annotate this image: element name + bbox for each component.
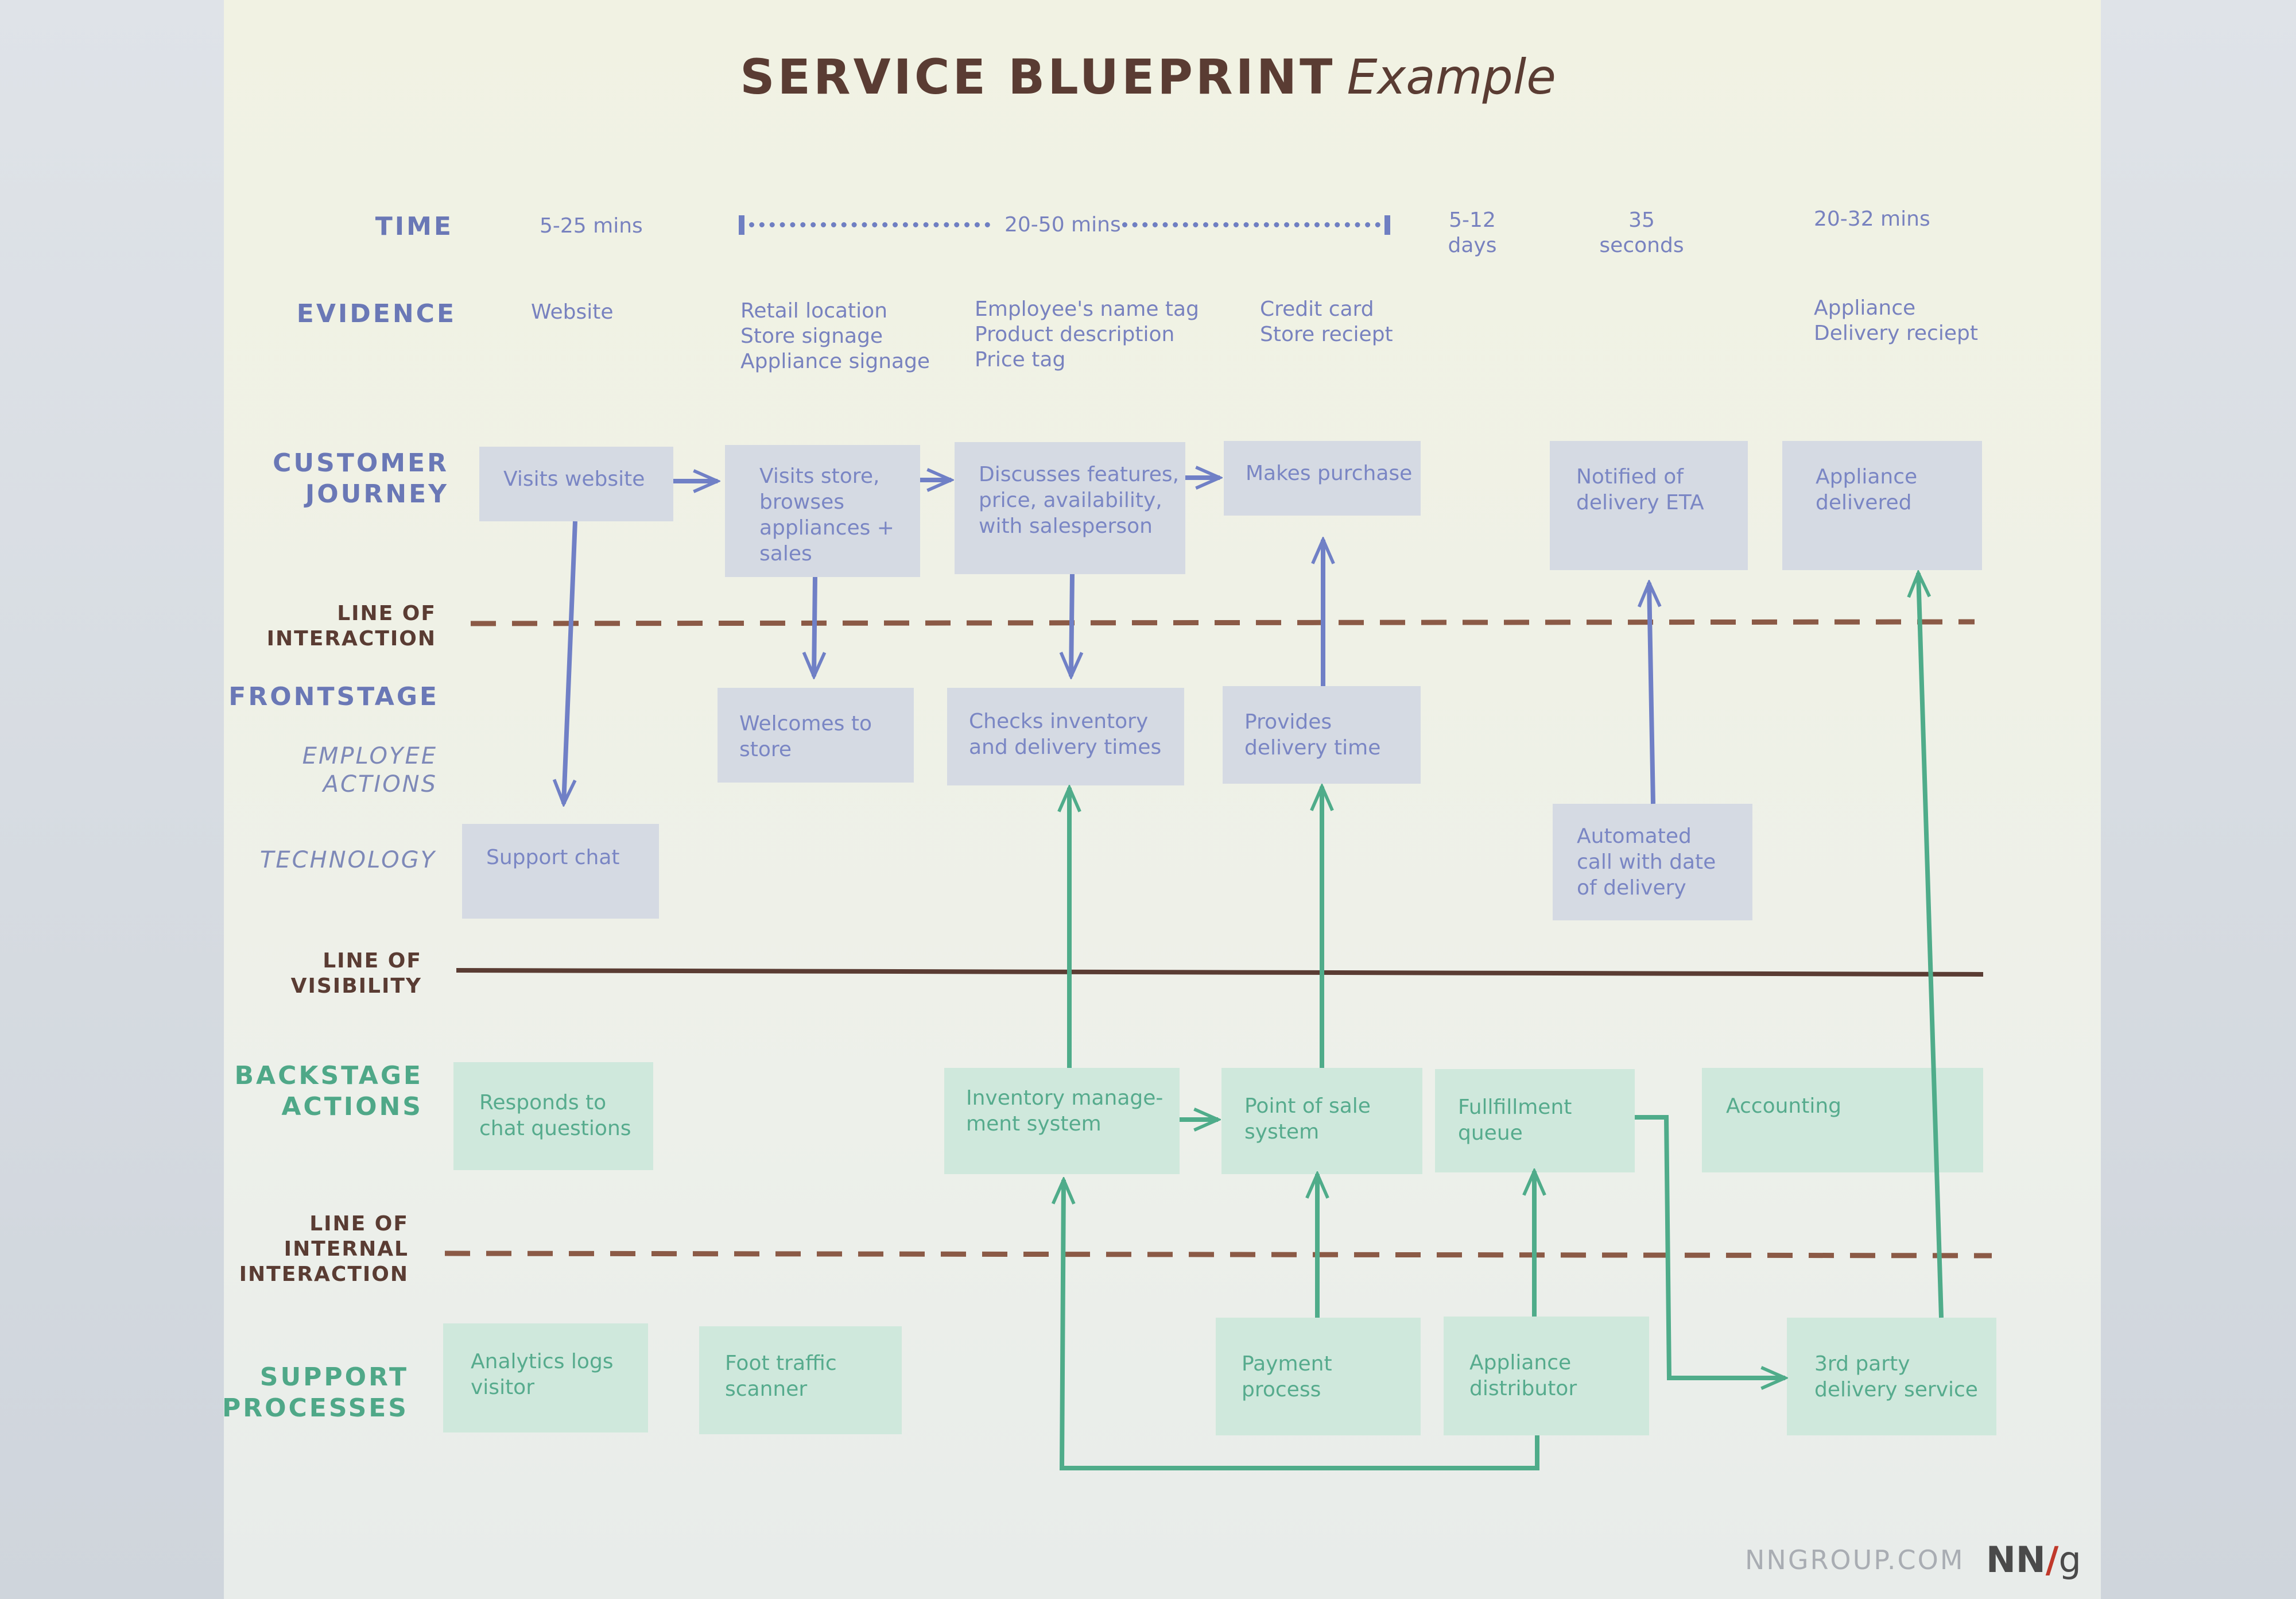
arrow-website-to-chat	[564, 521, 577, 804]
technology-support-chat: Support chat	[462, 824, 659, 919]
journey-appliance-delivered: Appliance delivered	[1782, 441, 1982, 570]
footer-site: NNGROUP.COM	[1745, 1544, 1965, 1575]
lane-customer-journey: CUSTOMER JOURNEY	[273, 448, 449, 509]
journey-discusses: Discusses features, price, availability,…	[955, 442, 1185, 574]
frontstage-provides-delivery: Provides delivery time	[1223, 686, 1421, 784]
evidence-website: Website	[531, 300, 614, 324]
time-range-end-tick	[1384, 215, 1390, 235]
arrow-store-to-welcome	[814, 576, 815, 676]
lane-time: TIME	[375, 212, 453, 241]
line-of-internal-interaction	[444, 1250, 1992, 1259]
time-website: 5-25 mins	[540, 214, 643, 238]
support-payment-process: Payment process	[1216, 1318, 1421, 1435]
backstage-inventory-system: Inventory manage- ment system	[944, 1068, 1180, 1174]
journey-visits-store: Visits store, browses appliances + sales	[725, 445, 920, 577]
evidence-purchase: Credit card Store reciept	[1260, 297, 1393, 346]
logo-slash: /	[2045, 1539, 2059, 1581]
arrow-distributor-to-inventory	[1062, 1180, 1539, 1470]
support-appliance-distributor: Appliance distributor	[1444, 1317, 1649, 1435]
lane-support-processes: SUPPORT PROCESSES	[222, 1362, 409, 1423]
evidence-retail: Retail location Store signage Appliance …	[740, 299, 930, 373]
line-of-visibility	[456, 968, 1984, 977]
time-range-dots-right	[1122, 222, 1380, 227]
journey-notified-eta: Notified of delivery ETA	[1550, 441, 1748, 570]
arrow-3rd-party-to-delivered	[1918, 573, 1944, 1318]
backstage-point-of-sale: Point of sale system	[1221, 1068, 1422, 1174]
journey-makes-purchase: Makes purchase	[1224, 441, 1421, 516]
lane-line-of-interaction: LINE OF INTERACTION	[266, 602, 436, 651]
time-notification: 35 seconds	[1599, 208, 1684, 257]
logo-g: g	[2058, 1539, 2081, 1581]
lane-line-of-internal-interaction: LINE OF INTERNAL INTERACTION	[239, 1212, 409, 1286]
logo-nn: NN	[1986, 1539, 2046, 1581]
lane-employee-actions: EMPLOYEE ACTIONS	[302, 743, 437, 797]
lane-backstage-actions: BACKSTAGE ACTIONS	[234, 1061, 423, 1121]
frontstage-welcomes: Welcomes to store	[718, 688, 914, 783]
evidence-employee: Employee's name tag Product description …	[975, 297, 1199, 371]
support-foot-traffic: Foot traffic scanner	[699, 1326, 902, 1434]
lane-evidence: EVIDENCE	[296, 299, 456, 328]
backstage-fulfillment-queue: Fullfillment queue	[1435, 1069, 1635, 1172]
line-of-interaction	[470, 619, 1975, 626]
title-main: SERVICE BLUEPRINT	[740, 49, 1336, 105]
frontstage-checks-inventory: Checks inventory and delivery times	[947, 688, 1184, 785]
lane-technology: TECHNOLOGY	[259, 847, 436, 873]
time-range-dots-left	[749, 222, 990, 227]
technology-automated-call: Automated call with date of delivery	[1553, 804, 1752, 920]
arrow-call-to-notified	[1649, 583, 1653, 804]
time-range-start-tick	[739, 215, 744, 235]
title-sub: Example	[1347, 49, 1556, 105]
journey-visits-website: Visits website	[479, 447, 673, 521]
time-delivery-days: 5-12 days	[1448, 208, 1497, 257]
time-store-visit: 20-50 mins	[1004, 213, 1121, 237]
evidence-delivery: Appliance Delivery reciept	[1814, 296, 1978, 345]
time-delivered: 20-32 mins	[1814, 207, 1930, 231]
lane-frontstage: FRONTSTAGE	[228, 682, 439, 711]
support-analytics-logs: Analytics logs visitor	[443, 1323, 648, 1432]
support-3rd-party-delivery: 3rd party delivery service	[1787, 1318, 1996, 1435]
arrow-queue-to-3rd-party	[1635, 1115, 1785, 1378]
lane-line-of-visibility: LINE OF VISIBILITY	[290, 949, 422, 998]
nng-logo: NN/g	[1986, 1539, 2081, 1581]
arrow-discuss-to-check	[1071, 574, 1072, 676]
backstage-responds-chat: Responds to chat questions	[453, 1062, 653, 1170]
